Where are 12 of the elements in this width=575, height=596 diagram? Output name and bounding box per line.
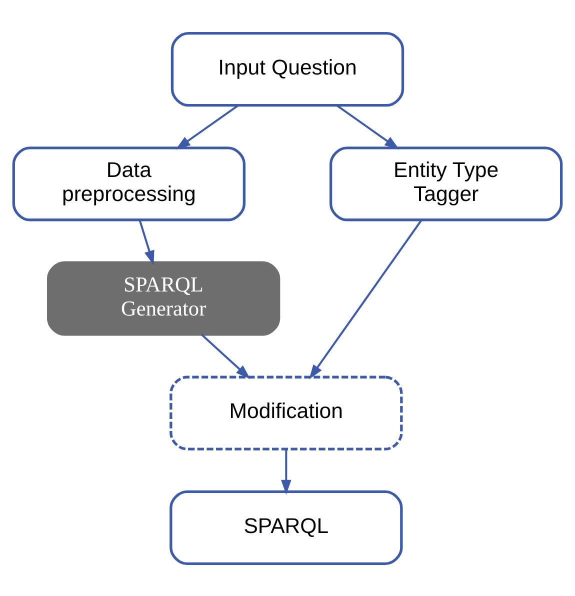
arrow bbox=[281, 448, 292, 494]
node-box: SPARQL bbox=[170, 490, 403, 564]
node-box: Modification bbox=[170, 375, 403, 450]
node-box: SPARQL Generator bbox=[46, 260, 280, 336]
arrow bbox=[138, 219, 154, 265]
node-box: Input Question bbox=[170, 32, 404, 106]
node-box: Entity Type Tagger bbox=[329, 146, 563, 221]
node-box: Data preprocessing bbox=[12, 146, 246, 221]
arrow bbox=[201, 333, 250, 379]
arrow bbox=[309, 219, 422, 379]
arrow bbox=[176, 104, 239, 150]
arrow bbox=[336, 104, 400, 150]
